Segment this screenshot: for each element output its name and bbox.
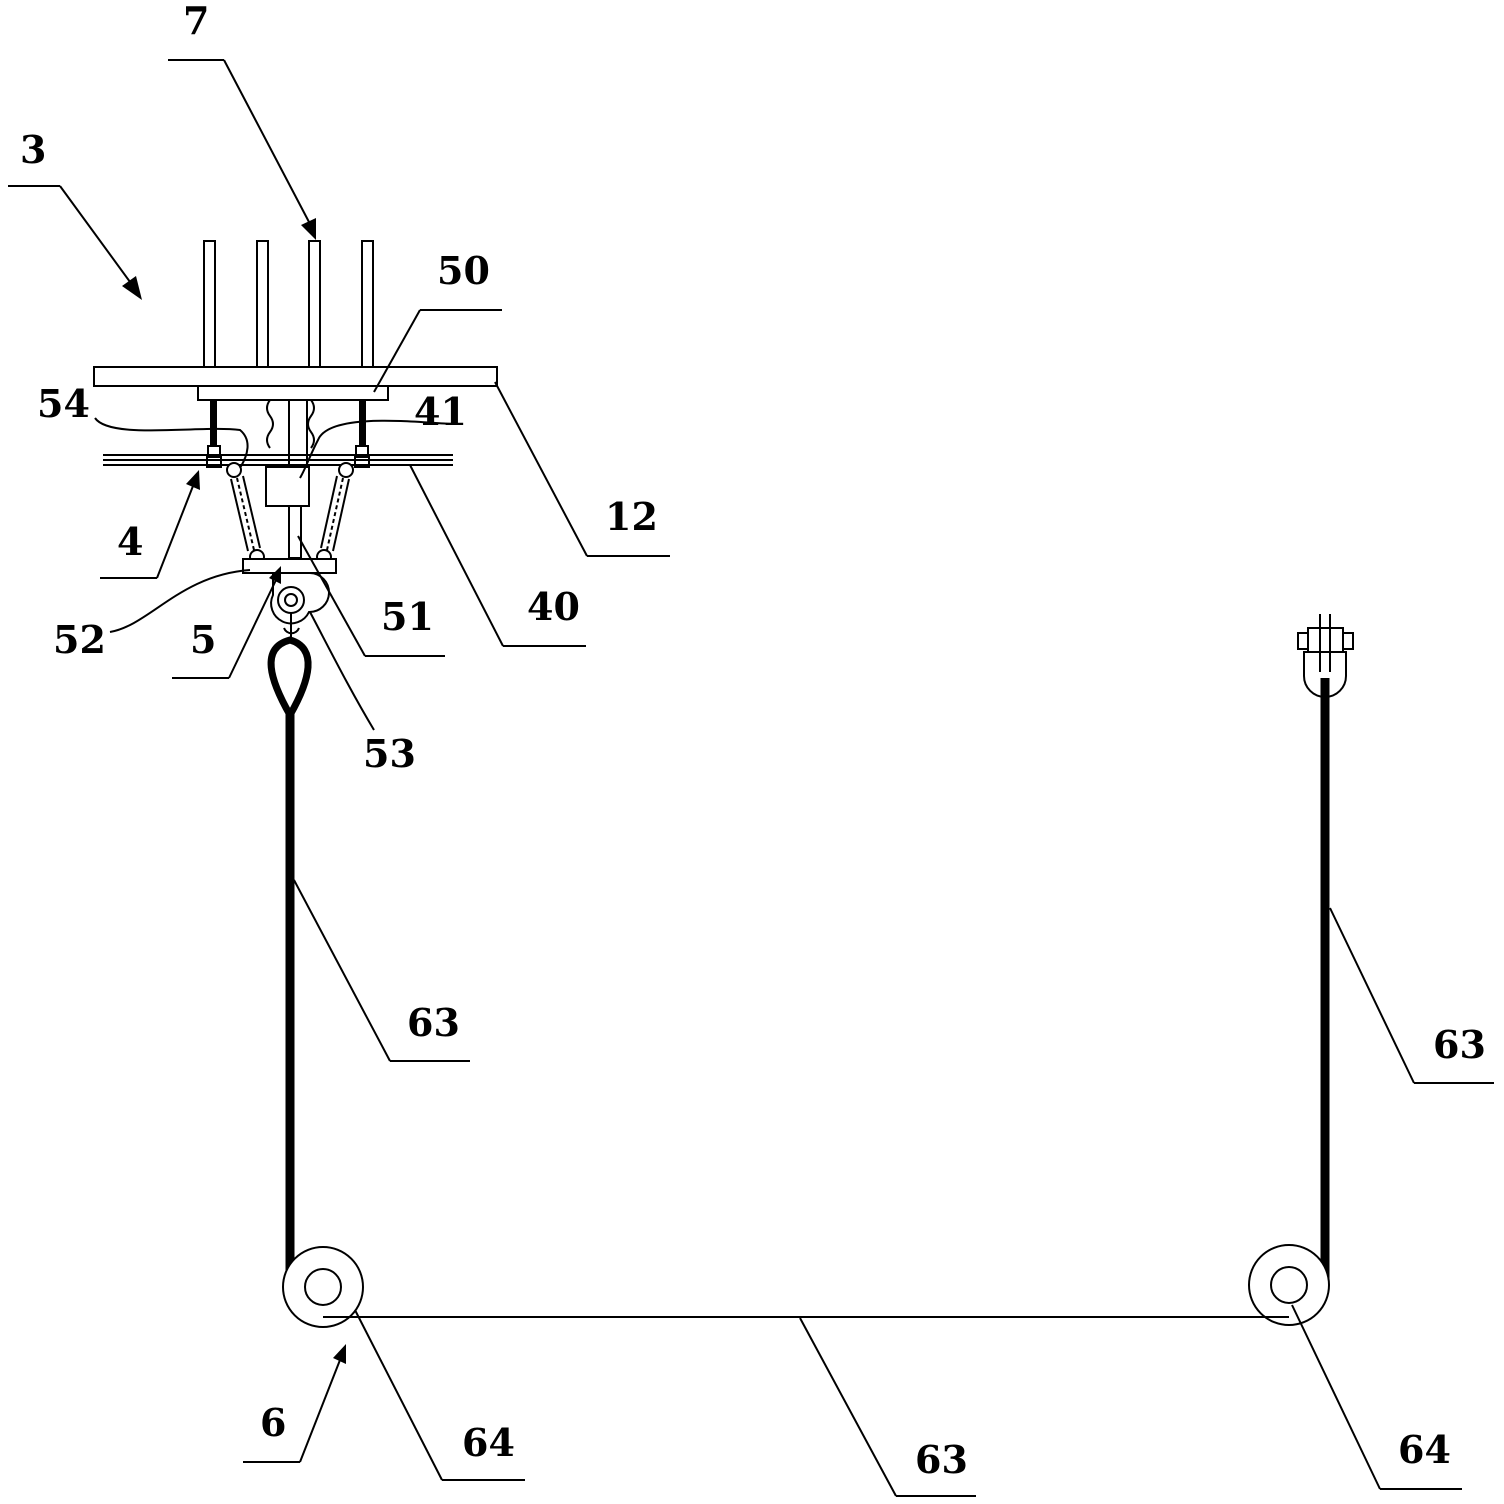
label-54: 54 [37,381,90,426]
rail [103,454,453,466]
vertical-rods [203,240,374,369]
label-40: 40 [527,584,580,629]
rope-loop [267,636,312,723]
label-7: 7 [183,0,209,43]
label-50: 50 [437,248,490,293]
label-12: 12 [605,494,658,539]
bolts [206,400,370,468]
arrow-7 [168,59,316,240]
right-hanger [1297,614,1354,698]
label-52: 52 [53,617,106,662]
label-4: 4 [117,519,143,564]
reference-numerals: 3 7 50 54 41 12 4 40 52 5 51 53 63 63 63… [20,0,1486,1482]
pulley-left [282,1246,364,1328]
pulley-right [1248,1244,1330,1326]
label-53: 53 [363,731,416,776]
label-41: 41 [414,389,467,434]
label-5: 5 [190,617,216,662]
label-63-left: 63 [407,1000,460,1045]
label-64-right: 64 [1398,1427,1451,1472]
label-64-left: 64 [462,1420,515,1465]
center-column [266,399,315,473]
arrow-6 [243,1344,346,1463]
label-51: 51 [381,594,434,639]
arrow-5 [172,566,281,679]
mount-block [197,385,389,401]
arrow-4 [100,470,200,579]
lower-crossbar [242,558,337,574]
arrow-3 [8,185,142,300]
label-63-bottom: 63 [915,1437,968,1482]
top-plate [93,366,498,387]
leader-lines [94,309,1494,1497]
label-6: 6 [260,1400,286,1445]
pulley-hanger [270,572,330,640]
shaft [288,505,302,559]
label-63-right: 63 [1433,1022,1486,1067]
label-3: 3 [20,127,46,172]
